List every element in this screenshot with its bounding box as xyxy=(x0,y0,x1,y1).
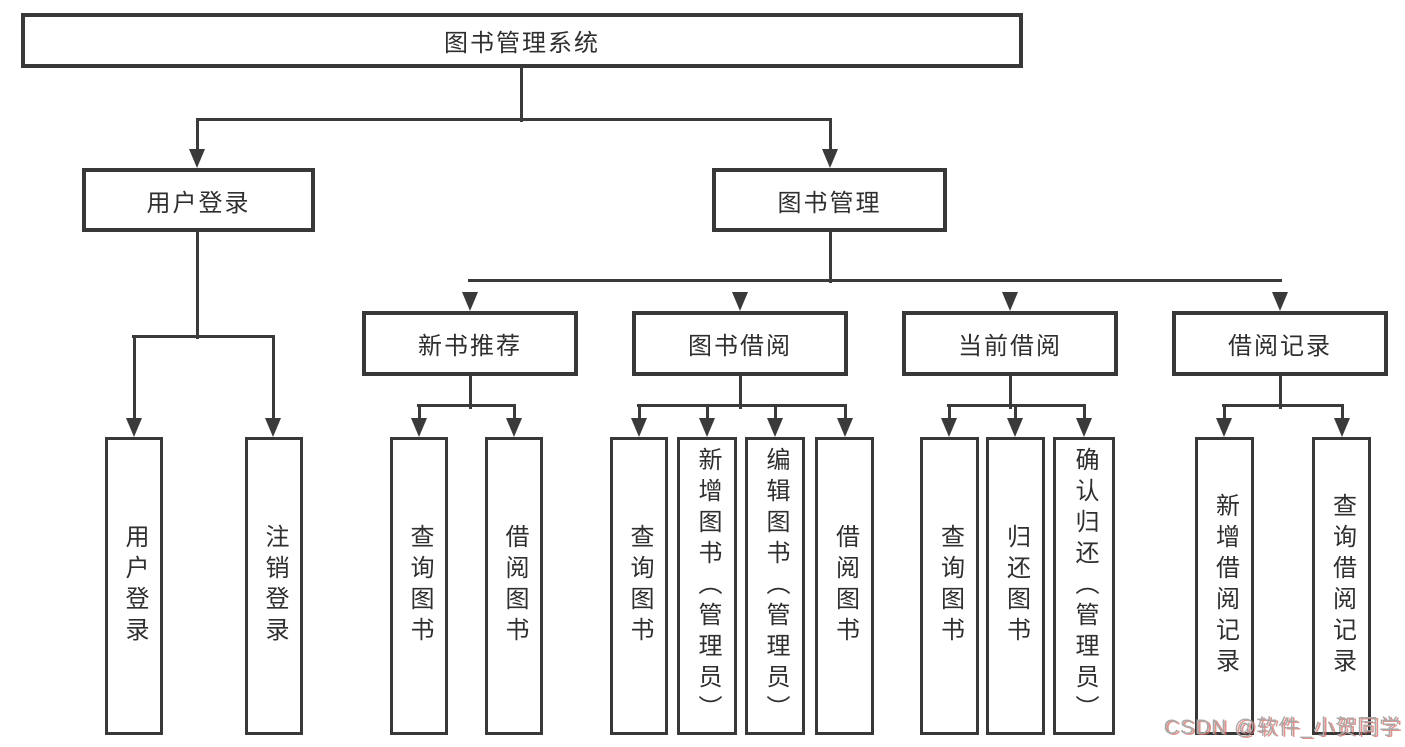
leaf-query-borrow-record: 查询借阅记录 xyxy=(1312,437,1371,735)
connector-line xyxy=(1222,405,1226,422)
connector-line xyxy=(195,230,199,339)
node-label: 图书管理 xyxy=(777,189,882,217)
leaf-user-login: 用户登录 xyxy=(105,437,163,735)
leaf-confirm-return-admin: 确认归还（管理员） xyxy=(1053,437,1115,735)
arrow-down-icon xyxy=(1216,418,1232,437)
connector-line xyxy=(1278,374,1282,409)
node-label: 借阅记录 xyxy=(1228,333,1332,360)
connector-line xyxy=(271,335,275,422)
connector-line xyxy=(828,119,832,152)
leaf-add-books-admin: 新增图书（管理员） xyxy=(677,437,737,735)
node-borrow-records: 借阅记录 xyxy=(1172,311,1388,376)
connector-line xyxy=(947,403,1086,407)
leaf-label: 新增借阅记录 xyxy=(1211,493,1239,679)
node-library-management-system: 图书管理系统 xyxy=(21,13,1023,68)
leaf-logout: 注销登录 xyxy=(245,437,303,735)
leaf-label: 确认归还（管理员） xyxy=(1071,446,1098,726)
connector-line xyxy=(195,119,199,152)
connector-line xyxy=(1082,405,1086,422)
connector-line xyxy=(705,405,709,422)
connector-line xyxy=(132,334,275,338)
connector-line xyxy=(828,230,832,283)
node-label: 图书借阅 xyxy=(688,333,792,360)
arrow-down-icon xyxy=(1076,418,1092,437)
leaf-label: 归还图书 xyxy=(1002,524,1030,648)
connector-line xyxy=(1340,405,1344,422)
node-label: 用户登录 xyxy=(146,189,251,217)
connector-line xyxy=(947,405,951,422)
connector-line xyxy=(637,403,847,407)
arrow-down-icon xyxy=(462,292,478,311)
csdn-watermark: CSDN @软件_小贺同学 xyxy=(1163,716,1401,739)
node-label: 当前借阅 xyxy=(958,333,1062,360)
node-new-book-recommend: 新书推荐 xyxy=(362,311,578,376)
leaf-return-books: 归还图书 xyxy=(986,437,1045,735)
arrow-down-icon xyxy=(767,418,783,437)
connector-line xyxy=(1008,374,1012,409)
leaf-borrow-books: 借阅图书 xyxy=(815,437,874,735)
arrow-down-icon xyxy=(631,418,647,437)
node-user-login: 用户登录 xyxy=(82,168,315,232)
leaf-borrow-books-recommend: 借阅图书 xyxy=(485,437,543,735)
arrow-down-icon xyxy=(189,149,205,168)
connector-line xyxy=(512,405,516,422)
connector-line xyxy=(1222,403,1344,407)
arrow-down-icon xyxy=(1272,292,1288,311)
arrow-down-icon xyxy=(1334,418,1350,437)
arrow-down-icon xyxy=(837,418,853,437)
arrow-down-icon xyxy=(732,292,748,311)
leaf-label: 借阅图书 xyxy=(831,524,859,648)
leaf-query-books-recommend: 查询图书 xyxy=(390,437,448,735)
node-book-management: 图书管理 xyxy=(712,168,947,232)
connector-line xyxy=(196,117,832,121)
node-current-borrow: 当前借阅 xyxy=(902,311,1118,376)
leaf-label: 查询图书 xyxy=(936,524,964,648)
arrow-down-icon xyxy=(265,418,281,437)
leaf-label: 查询借阅记录 xyxy=(1328,493,1356,679)
leaf-add-borrow-record: 新增借阅记录 xyxy=(1195,437,1254,735)
arrow-down-icon xyxy=(1007,418,1023,437)
arrow-down-icon xyxy=(941,418,957,437)
connector-line xyxy=(519,66,523,122)
arrow-down-icon xyxy=(411,418,427,437)
connector-line xyxy=(468,374,472,409)
arrow-down-icon xyxy=(126,418,142,437)
arrow-down-icon xyxy=(506,418,522,437)
connector-line xyxy=(843,405,847,422)
connector-line xyxy=(773,405,777,422)
connector-line xyxy=(417,405,421,422)
leaf-label: 查询图书 xyxy=(406,524,433,648)
leaf-query-books-current: 查询图书 xyxy=(920,437,979,735)
arrow-down-icon xyxy=(699,418,715,437)
connector-line xyxy=(1013,405,1017,422)
leaf-edit-books-admin: 编辑图书（管理员） xyxy=(745,437,805,735)
connector-line xyxy=(468,278,1282,282)
leaf-label: 查询图书 xyxy=(626,524,653,648)
leaf-label: 借阅图书 xyxy=(501,524,528,648)
connector-line xyxy=(417,403,516,407)
connector-line xyxy=(637,405,641,422)
node-book-borrow: 图书借阅 xyxy=(632,311,848,376)
connector-line xyxy=(738,374,742,409)
leaf-label: 注销登录 xyxy=(261,524,288,648)
arrow-down-icon xyxy=(822,149,838,168)
leaf-label: 用户登录 xyxy=(121,524,148,648)
node-label: 图书管理系统 xyxy=(444,30,600,57)
node-label: 新书推荐 xyxy=(418,333,522,360)
arrow-down-icon xyxy=(1002,292,1018,311)
leaf-label: 新增图书（管理员） xyxy=(694,446,721,726)
connector-line xyxy=(132,335,136,422)
leaf-query-books-borrow: 查询图书 xyxy=(610,437,668,735)
leaf-label: 编辑图书（管理员） xyxy=(762,446,789,726)
